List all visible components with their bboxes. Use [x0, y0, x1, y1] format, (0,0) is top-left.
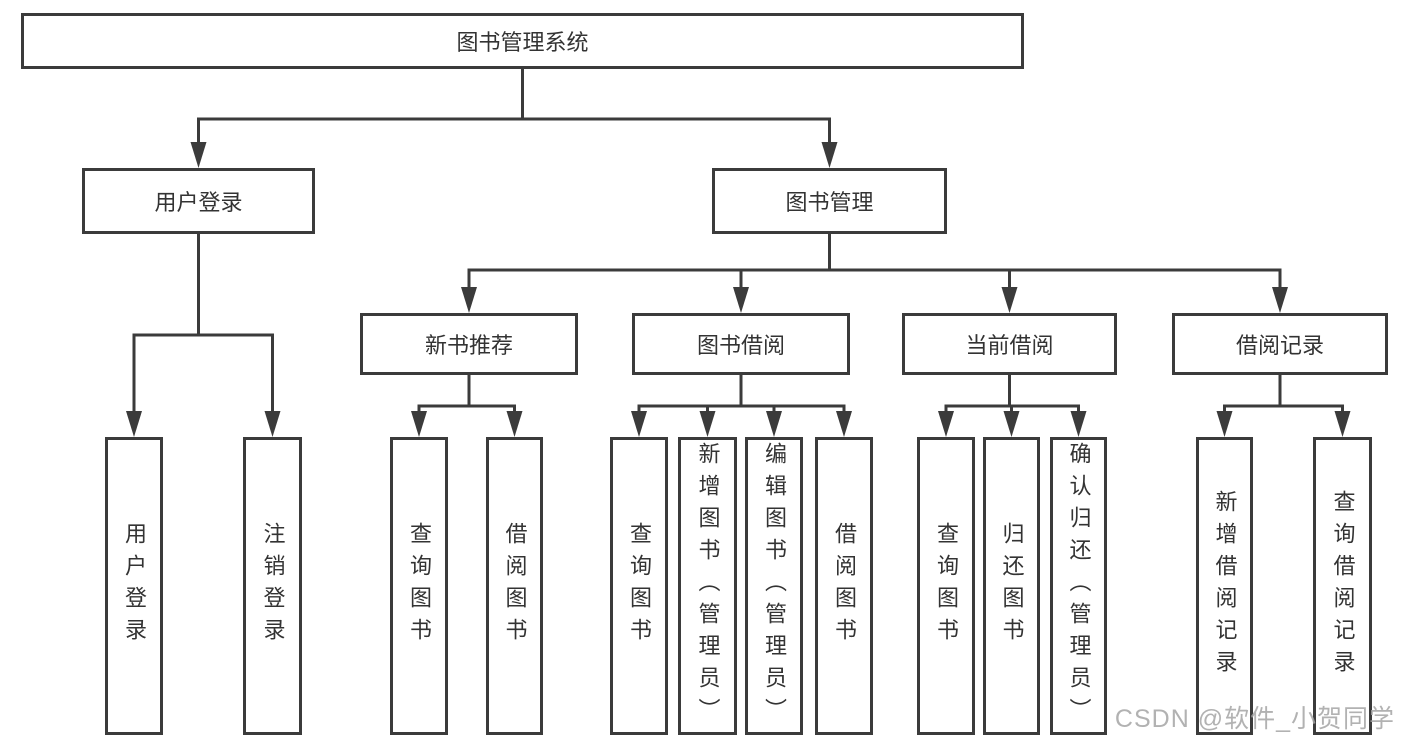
node-label-book-borrow: 图书借阅	[696, 333, 785, 358]
arrowhead-icon	[733, 287, 749, 313]
node-label-br-query-record: 查询借阅记录	[1330, 490, 1356, 682]
arrowhead-icon	[836, 411, 852, 437]
arrowhead-icon	[631, 411, 647, 437]
node-label-ul-logout: 注销登录	[260, 522, 286, 650]
arrowhead-icon	[461, 287, 477, 313]
node-label-borrow-records: 借阅记录	[1235, 333, 1324, 358]
node-book-mgmt: 图书管理	[712, 168, 947, 234]
node-label-nbr-borrow-books: 借阅图书	[502, 522, 528, 650]
node-label-bb-query-books: 查询图书	[627, 522, 652, 650]
node-root: 图书管理系统	[21, 13, 1024, 69]
arrowhead-icon	[190, 142, 207, 168]
node-bb-edit-books: 编辑图书（管理员）	[745, 437, 803, 735]
arrowhead-icon	[1070, 411, 1087, 437]
node-label-cb-query-books: 查询图书	[934, 522, 959, 650]
node-label-bb-borrow-books: 借阅图书	[832, 522, 857, 650]
arrowhead-icon	[699, 411, 716, 437]
arrowhead-icon	[411, 411, 427, 437]
node-new-book-rec: 新书推荐	[360, 313, 578, 375]
node-bb-add-books: 新增图书（管理员）	[678, 437, 737, 735]
arrowhead-icon	[506, 411, 523, 437]
arrowhead-icon	[1272, 287, 1288, 313]
node-label-cb-return-books: 归还图书	[999, 522, 1025, 650]
node-label-current-borrow: 当前借阅	[965, 333, 1054, 358]
arrowhead-icon	[264, 411, 281, 437]
node-cb-return-books: 归还图书	[983, 437, 1040, 735]
node-label-bb-edit-books: 编辑图书（管理员）	[762, 442, 787, 730]
node-label-new-book-rec: 新书推荐	[424, 333, 513, 358]
node-br-query-record: 查询借阅记录	[1313, 437, 1372, 735]
arrowhead-icon	[126, 411, 142, 437]
node-br-add-record: 新增借阅记录	[1196, 437, 1253, 735]
arrowhead-icon	[821, 142, 838, 168]
node-label-bb-add-books: 新增图书（管理员）	[695, 442, 721, 730]
node-ul-user-login: 用户登录	[105, 437, 163, 735]
arrowhead-icon	[1334, 411, 1351, 437]
arrowhead-icon	[766, 411, 782, 437]
node-cb-confirm-return: 确认归还（管理员）	[1050, 437, 1107, 735]
node-nbr-borrow-books: 借阅图书	[486, 437, 543, 735]
node-label-ul-user-login: 用户登录	[122, 522, 147, 650]
node-ul-logout: 注销登录	[243, 437, 302, 735]
node-current-borrow: 当前借阅	[902, 313, 1117, 375]
node-book-borrow: 图书借阅	[632, 313, 850, 375]
arrowhead-icon	[1003, 411, 1020, 437]
node-label-user-login: 用户登录	[154, 190, 243, 215]
node-label-book-mgmt: 图书管理	[785, 190, 874, 215]
node-borrow-records: 借阅记录	[1172, 313, 1388, 375]
node-bb-query-books: 查询图书	[610, 437, 668, 735]
node-label-cb-confirm-return: 确认归还（管理员）	[1066, 442, 1092, 730]
node-label-br-add-record: 新增借阅记录	[1212, 490, 1238, 682]
node-bb-borrow-books: 借阅图书	[815, 437, 873, 735]
arrowhead-icon	[1001, 287, 1018, 313]
node-cb-query-books: 查询图书	[917, 437, 975, 735]
node-nbr-query-books: 查询图书	[390, 437, 448, 735]
node-label-nbr-query-books: 查询图书	[407, 522, 432, 650]
arrowhead-icon	[1216, 411, 1233, 437]
arrowhead-icon	[938, 411, 954, 437]
node-user-login: 用户登录	[82, 168, 315, 234]
node-label-root: 图书管理系统	[456, 30, 589, 55]
